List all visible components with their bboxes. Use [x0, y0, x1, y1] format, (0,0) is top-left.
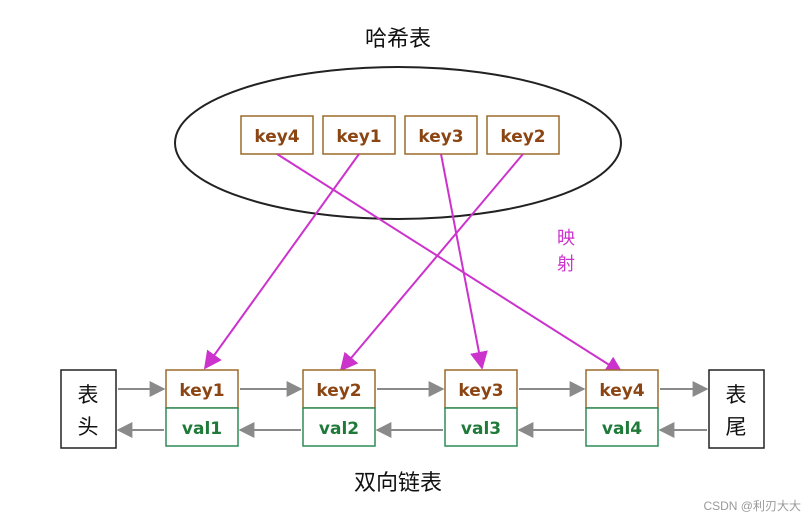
watermark: CSDN @利刃大大	[703, 499, 801, 513]
hash-key-box: key2	[486, 115, 560, 155]
mapping-arrow	[339, 153, 524, 372]
list-node: key4 val4	[585, 369, 659, 447]
hash-key-label: key1	[336, 127, 381, 147]
hash-key-box: key3	[404, 115, 478, 155]
hash-key-box: key1	[322, 115, 396, 155]
mapping-arrow	[203, 153, 360, 370]
list-head-box: 表 头	[60, 369, 117, 449]
node-val-label: val1	[182, 419, 222, 439]
list-node: key3 val3	[444, 369, 518, 447]
node-key-label: key3	[458, 381, 503, 401]
node-key-label: key4	[599, 381, 644, 401]
list-head-char: 头	[78, 415, 99, 439]
node-key-label: key1	[179, 381, 224, 401]
list-tail-char: 尾	[726, 415, 747, 439]
hash-key-box: key4	[240, 115, 314, 155]
list-tail-char: 表	[726, 383, 747, 407]
hash-key-label: key2	[500, 127, 545, 147]
node-key-label: key2	[316, 381, 361, 401]
hash-table-title: 哈希表	[365, 27, 431, 52]
node-val-label: val2	[319, 419, 359, 439]
mapping-label-char: 射	[557, 254, 575, 275]
hash-key-label: key4	[254, 127, 299, 147]
mapping-label-char: 映	[557, 228, 575, 249]
hash-key-label: key3	[418, 127, 463, 147]
list-node: key2 val2	[302, 369, 376, 447]
mapping-arrow	[276, 153, 624, 374]
list-node: key1 val1	[165, 369, 239, 447]
hash-table-ellipse	[174, 66, 622, 220]
node-val-label: val3	[461, 419, 501, 439]
mapping-arrow	[440, 153, 488, 370]
node-val-label: val4	[602, 419, 642, 439]
linked-list-title: 双向链表	[354, 471, 442, 496]
list-head-char: 表	[78, 383, 99, 407]
list-tail-box: 表 尾	[708, 369, 765, 449]
